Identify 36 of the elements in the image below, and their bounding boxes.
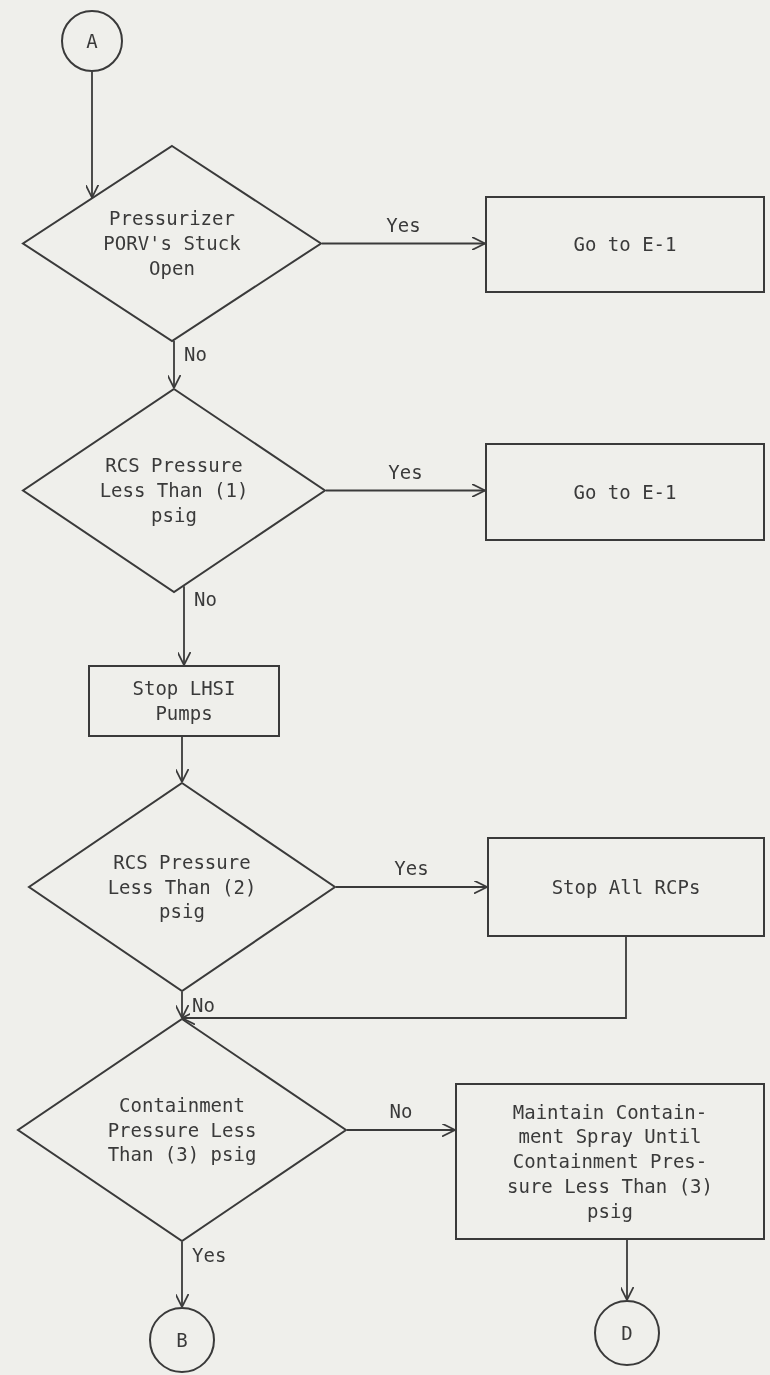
arrow bbox=[325, 483, 486, 498]
connector-circle bbox=[594, 1300, 660, 1366]
arrow bbox=[174, 736, 190, 783]
step-text: Go to E-1 bbox=[572, 232, 678, 257]
decision-diamond bbox=[17, 1018, 347, 1242]
connector-letter: D bbox=[620, 1320, 634, 1346]
connector-letter: A bbox=[85, 28, 99, 54]
decision-text: RCS Pressure Less Than (2) psig bbox=[106, 849, 258, 925]
arrow bbox=[174, 1241, 190, 1308]
process-box bbox=[487, 837, 765, 937]
arrow bbox=[174, 991, 190, 1019]
arrow bbox=[346, 1122, 456, 1138]
connector-circle bbox=[149, 1307, 215, 1373]
arrow bbox=[335, 879, 488, 895]
arrow bbox=[84, 71, 100, 199]
arrow bbox=[176, 585, 192, 666]
step-text: Stop All RCPs bbox=[550, 874, 702, 900]
step-text: Stop LHSI Pumps bbox=[131, 676, 237, 726]
connector-circle bbox=[61, 10, 123, 72]
connector-letter: B bbox=[175, 1327, 189, 1353]
step-text: Maintain Contain- ment Spray Until Containment Pres- sure Less Than (3) psig bbox=[506, 1099, 714, 1224]
decision-text: RCS Pressure Less Than (1) psig bbox=[99, 453, 249, 528]
decision-text: Pressurizer PORV's Stuck Open bbox=[102, 206, 242, 281]
step-text: Go to E-1 bbox=[572, 479, 678, 505]
process-box bbox=[455, 1083, 765, 1240]
decision-diamond bbox=[22, 145, 322, 342]
decision-diamond bbox=[28, 782, 336, 992]
process-box bbox=[485, 196, 765, 293]
decision-diamond bbox=[22, 388, 326, 593]
arrow bbox=[166, 339, 182, 389]
decision-text: Containment Pressure Less Than (3) psig bbox=[106, 1092, 258, 1168]
arrow bbox=[619, 1239, 635, 1301]
process-box bbox=[485, 443, 765, 541]
arrow bbox=[181, 936, 627, 1026]
process-box bbox=[88, 665, 280, 737]
arrow bbox=[321, 236, 486, 251]
